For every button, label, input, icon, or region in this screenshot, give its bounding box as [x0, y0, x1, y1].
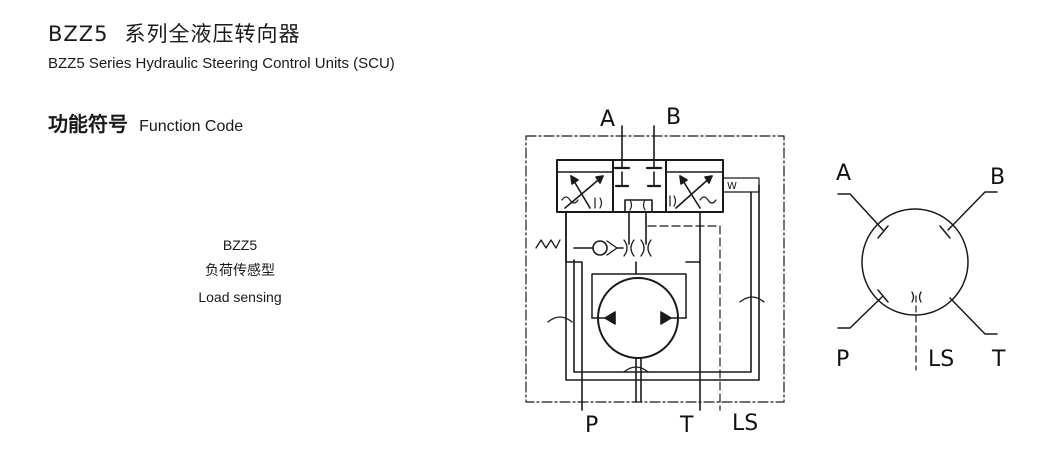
- section-heading: 功能符号 Function Code: [48, 108, 243, 137]
- scu-housing-boundary: [525, 135, 785, 403]
- schematic-spring-mark: W: [727, 181, 737, 192]
- return-channel: [547, 184, 765, 381]
- scu-symbol: [837, 191, 998, 371]
- schematic-label-t: T: [679, 413, 694, 438]
- check-valve-icon: [573, 240, 624, 256]
- section-label-cn: 功能符号: [48, 112, 128, 136]
- schematic-label-p: P: [585, 413, 598, 438]
- port-a-line: [613, 125, 631, 170]
- centering-spring-icon: [535, 239, 561, 249]
- port-ls-line: [645, 215, 721, 411]
- model-type-cn: 负荷传感型: [205, 263, 275, 279]
- schematic-label-ls: LS: [732, 411, 758, 436]
- port-b-line: [645, 125, 663, 170]
- model-code: BZZ5: [222, 237, 258, 253]
- symbol-label-b: B: [990, 165, 1005, 190]
- page-subtitle: BZZ5 Series Hydraulic Steering Control U…: [48, 55, 395, 72]
- metering-motor-icon: [591, 261, 687, 403]
- model-type-en: Load sensing: [198, 289, 282, 305]
- title-code: BZZ5: [48, 22, 109, 46]
- port-p-line: [565, 211, 583, 411]
- symbol-label-ls: LS: [928, 347, 954, 372]
- page-title: BZZ5 系列全液压转向器: [48, 18, 301, 48]
- directional-valve: [556, 159, 724, 213]
- schematic-label-b: B: [666, 105, 681, 130]
- symbol-label-t: T: [991, 347, 1006, 372]
- section-label-en: Function Code: [139, 118, 244, 135]
- schematic-label-a: A: [600, 107, 615, 132]
- title-cn: 系列全液压转向器: [124, 22, 301, 46]
- orifice-icon: [623, 211, 652, 257]
- model-caption: BZZ5 负荷传感型 Load sensing: [160, 232, 320, 310]
- port-t-line: [685, 211, 701, 411]
- symbol-label-p: P: [836, 347, 849, 372]
- symbol-label-a: A: [836, 161, 851, 186]
